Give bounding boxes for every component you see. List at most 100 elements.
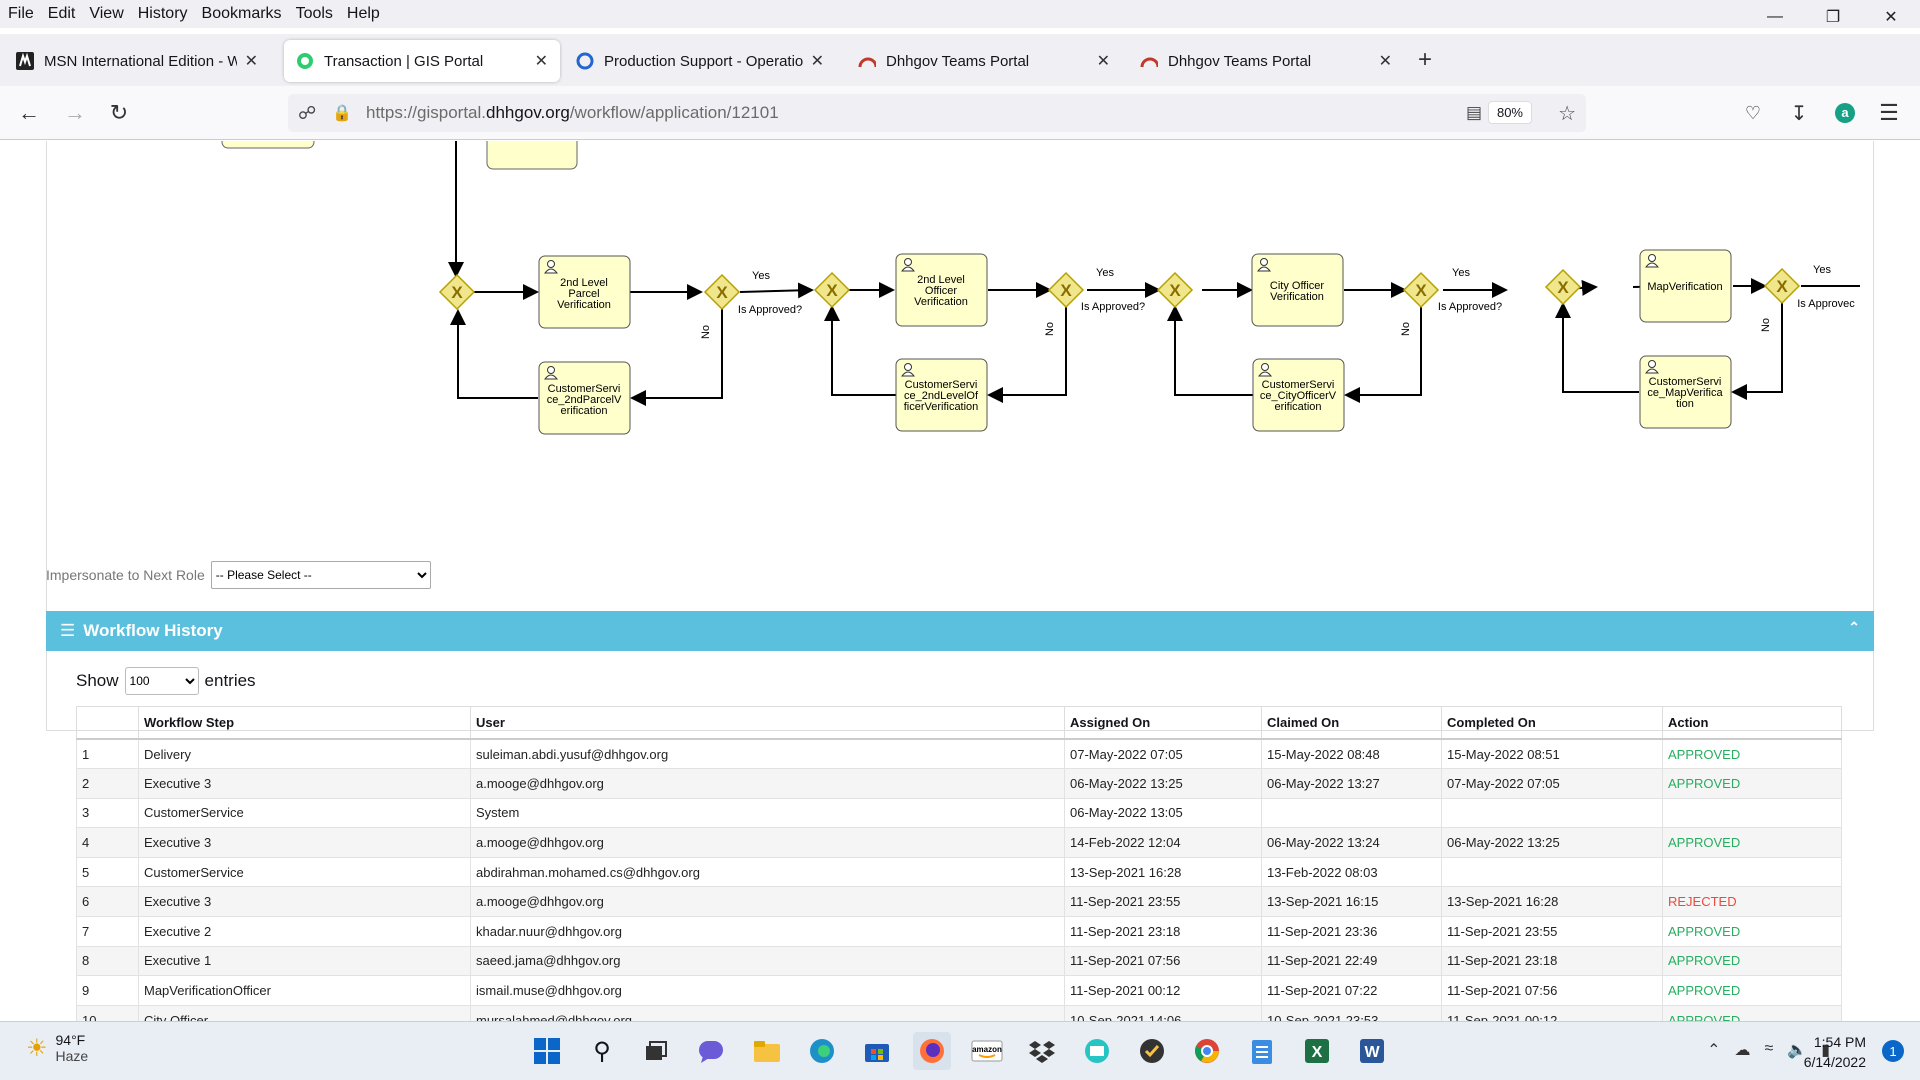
volume-icon[interactable]: 🔈	[1787, 1042, 1808, 1059]
minimize-icon[interactable]: —	[1767, 8, 1783, 25]
notification-badge[interactable]: 1	[1882, 1040, 1904, 1062]
tab-msn[interactable]: MSN International Edition - Wo ✕	[4, 40, 270, 82]
excel-icon[interactable]: X	[1298, 1032, 1336, 1070]
notepad-icon[interactable]	[1243, 1032, 1281, 1070]
lock-icon[interactable]: 🔒	[332, 105, 352, 122]
mail-app-icon[interactable]	[1078, 1032, 1116, 1070]
menu-file[interactable]: File	[8, 5, 34, 22]
tab-teams-portal-1[interactable]: Dhhgov Teams Portal ✕	[846, 40, 1122, 82]
column-header[interactable]	[76, 706, 139, 740]
search-icon[interactable]: ⚲	[593, 1037, 611, 1065]
chat-icon[interactable]	[692, 1032, 730, 1070]
close-tab-icon[interactable]: ✕	[1096, 53, 1110, 70]
menu-help[interactable]: Help	[346, 5, 380, 22]
reader-view-icon[interactable]: ▤	[1465, 103, 1482, 122]
downloads-icon[interactable]: ↧	[1790, 102, 1808, 125]
firefox-icon[interactable]	[913, 1032, 951, 1070]
tab-production-support[interactable]: Production Support - Operation ✕	[564, 40, 836, 82]
account-icon[interactable]: a	[1828, 96, 1862, 130]
edge-icon[interactable]	[803, 1032, 841, 1070]
word-icon[interactable]: W	[1353, 1032, 1391, 1070]
pocket-icon[interactable]: ♡	[1744, 102, 1762, 123]
exclusive-gateway[interactable]	[439, 274, 475, 310]
todo-icon[interactable]	[1133, 1032, 1171, 1070]
amazon-icon[interactable]: amazon	[968, 1032, 1006, 1070]
column-header[interactable]: User	[470, 706, 1065, 740]
task-map-verification[interactable]: MapVerification	[1639, 249, 1732, 323]
tab-gis-portal[interactable]: Transaction | GIS Portal ✕	[284, 40, 560, 82]
column-header[interactable]: Action	[1662, 706, 1842, 740]
chrome-icon[interactable]	[1188, 1032, 1226, 1070]
user: a.mooge@dhhgov.org	[470, 768, 1065, 799]
weather-temp: 94°F	[55, 1032, 86, 1048]
approval-gateway[interactable]	[1764, 268, 1800, 304]
new-tab-icon[interactable]: +	[1418, 46, 1433, 73]
restore-icon[interactable]: ❐	[1825, 9, 1841, 26]
approval-gateway[interactable]	[1048, 272, 1084, 308]
forward-icon[interactable]: →	[64, 100, 86, 125]
exclusive-gateway[interactable]	[1157, 272, 1193, 308]
close-tab-icon[interactable]: ✕	[534, 53, 548, 70]
menu-history[interactable]: History	[137, 5, 188, 22]
exclusive-gateway[interactable]	[1545, 269, 1581, 305]
battery-icon[interactable]: ▮	[1821, 1042, 1830, 1059]
task-customerservice-map-verification[interactable]: CustomerService_MapVerification	[1639, 355, 1732, 429]
menu-tools[interactable]: Tools	[295, 5, 333, 22]
bookmark-star-icon[interactable]: ☆	[1558, 102, 1576, 125]
approval-gateway[interactable]	[1403, 272, 1439, 308]
menu-edit[interactable]: Edit	[47, 5, 76, 22]
column-header[interactable]: Completed On	[1441, 706, 1663, 740]
workflow-history-header[interactable]: ☰ Workflow History ⌃	[46, 611, 1874, 651]
clock[interactable]: 1:54 PM 6/14/2022	[1804, 1032, 1866, 1072]
file-explorer-icon[interactable]	[748, 1032, 786, 1070]
onedrive-icon[interactable]: ☁	[1734, 1042, 1751, 1059]
page-size-select[interactable]: 100	[124, 667, 199, 695]
url-text[interactable]: https://gisportal.dhhgov.org/workflow/ap…	[366, 103, 779, 122]
wifi-icon[interactable]: ≈	[1764, 1040, 1774, 1057]
collapse-icon[interactable]: ⌃	[1848, 619, 1860, 635]
close-tab-icon[interactable]: ✕	[810, 53, 824, 70]
menu-hamburger-icon[interactable]: ☰	[1879, 100, 1899, 125]
tab-teams-portal-2[interactable]: Dhhgov Teams Portal ✕	[1128, 40, 1404, 82]
start-icon[interactable]	[528, 1032, 566, 1070]
chevron-up-icon[interactable]: ⌃	[1707, 1042, 1721, 1059]
close-window-icon[interactable]: ✕	[1884, 9, 1898, 26]
impersonate-select[interactable]: -- Please Select --	[210, 561, 431, 589]
address-bar[interactable]: ☍ 🔒 https://gisportal.dhhgov.org/workflo…	[288, 94, 1586, 132]
reload-icon[interactable]: ↻	[109, 100, 129, 125]
gis-portal-icon	[296, 52, 314, 70]
row-number: 8	[76, 945, 139, 977]
approval-gateway[interactable]	[704, 274, 740, 310]
back-icon[interactable]: ←	[18, 100, 40, 125]
menu-view[interactable]: View	[89, 5, 124, 22]
column-header[interactable]: Claimed On	[1261, 706, 1442, 740]
close-tab-icon[interactable]: ✕	[1378, 53, 1392, 70]
store-icon[interactable]	[858, 1032, 896, 1070]
menu-bookmarks[interactable]: Bookmarks	[201, 5, 282, 22]
exclusive-gateway[interactable]	[814, 272, 850, 308]
task-customerservice-2nd-level-officer[interactable]: CustomerService_2ndLevelOfficerVerificat…	[895, 358, 988, 432]
shield-icon[interactable]: ☍	[298, 102, 317, 123]
zoom-level[interactable]: 80%	[1487, 101, 1532, 124]
column-header[interactable]: Workflow Step	[138, 706, 471, 740]
column-header[interactable]: Assigned On	[1064, 706, 1262, 740]
task-view-icon[interactable]	[637, 1032, 675, 1070]
close-tab-icon[interactable]: ✕	[244, 53, 258, 70]
dropbox-icon[interactable]	[1023, 1032, 1061, 1070]
